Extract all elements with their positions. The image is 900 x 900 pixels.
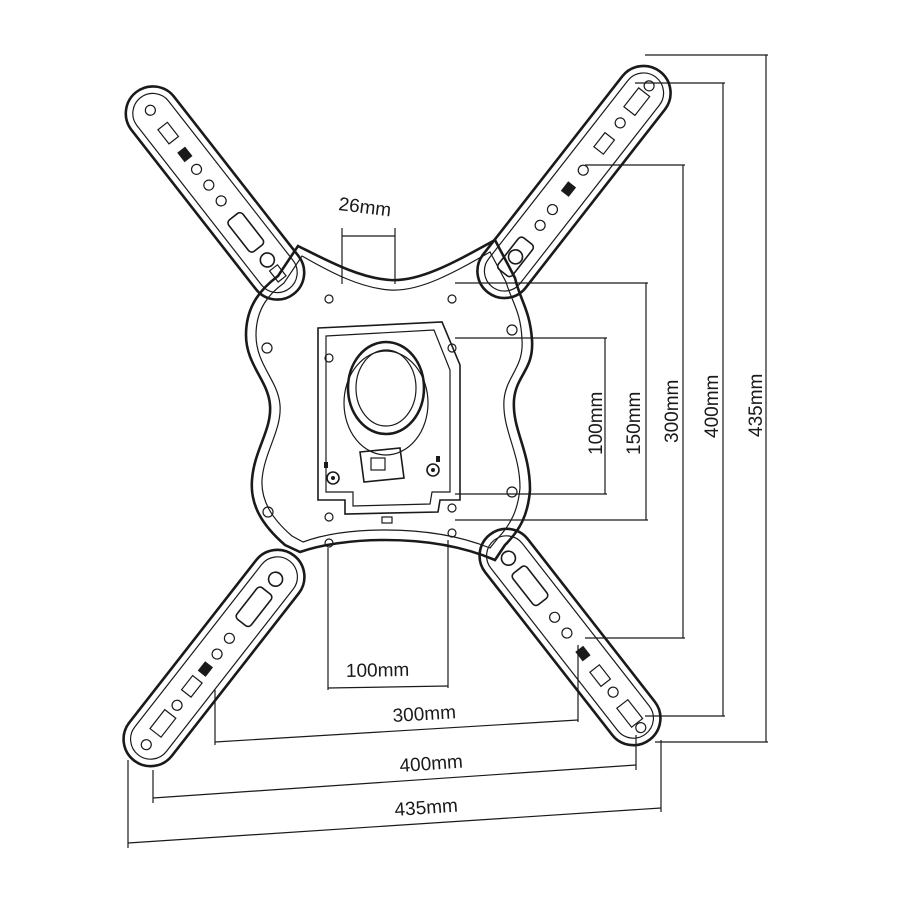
dim-label-26mm: 26mm xyxy=(337,194,392,221)
arm-top-left xyxy=(124,85,306,301)
central-plate xyxy=(244,238,534,562)
arm-bottom-right xyxy=(478,527,662,747)
dim-label-vertical-150mm: 150mm xyxy=(624,392,645,455)
dim-label-horizontal-100mm: 100mm xyxy=(346,660,410,682)
dim-label-vertical-100mm: 100mm xyxy=(586,392,607,455)
dim-label-vertical-300mm: 300mm xyxy=(662,380,683,443)
dim-label-horizontal-435mm: 435mm xyxy=(394,796,459,821)
dim-label-horizontal-300mm: 300mm xyxy=(392,702,457,727)
dim-label-vertical-400mm: 400mm xyxy=(702,375,723,438)
arm-bottom-left xyxy=(122,548,306,768)
dim-label-horizontal-400mm: 400mm xyxy=(399,752,464,777)
dimension-labels: 26mm 100mm 150mm 300mm 400mm 435mm 100mm… xyxy=(337,194,767,821)
arm-top-right xyxy=(476,64,672,300)
dimension-lines xyxy=(127,54,768,848)
dim-label-vertical-435mm: 435mm xyxy=(746,374,767,437)
